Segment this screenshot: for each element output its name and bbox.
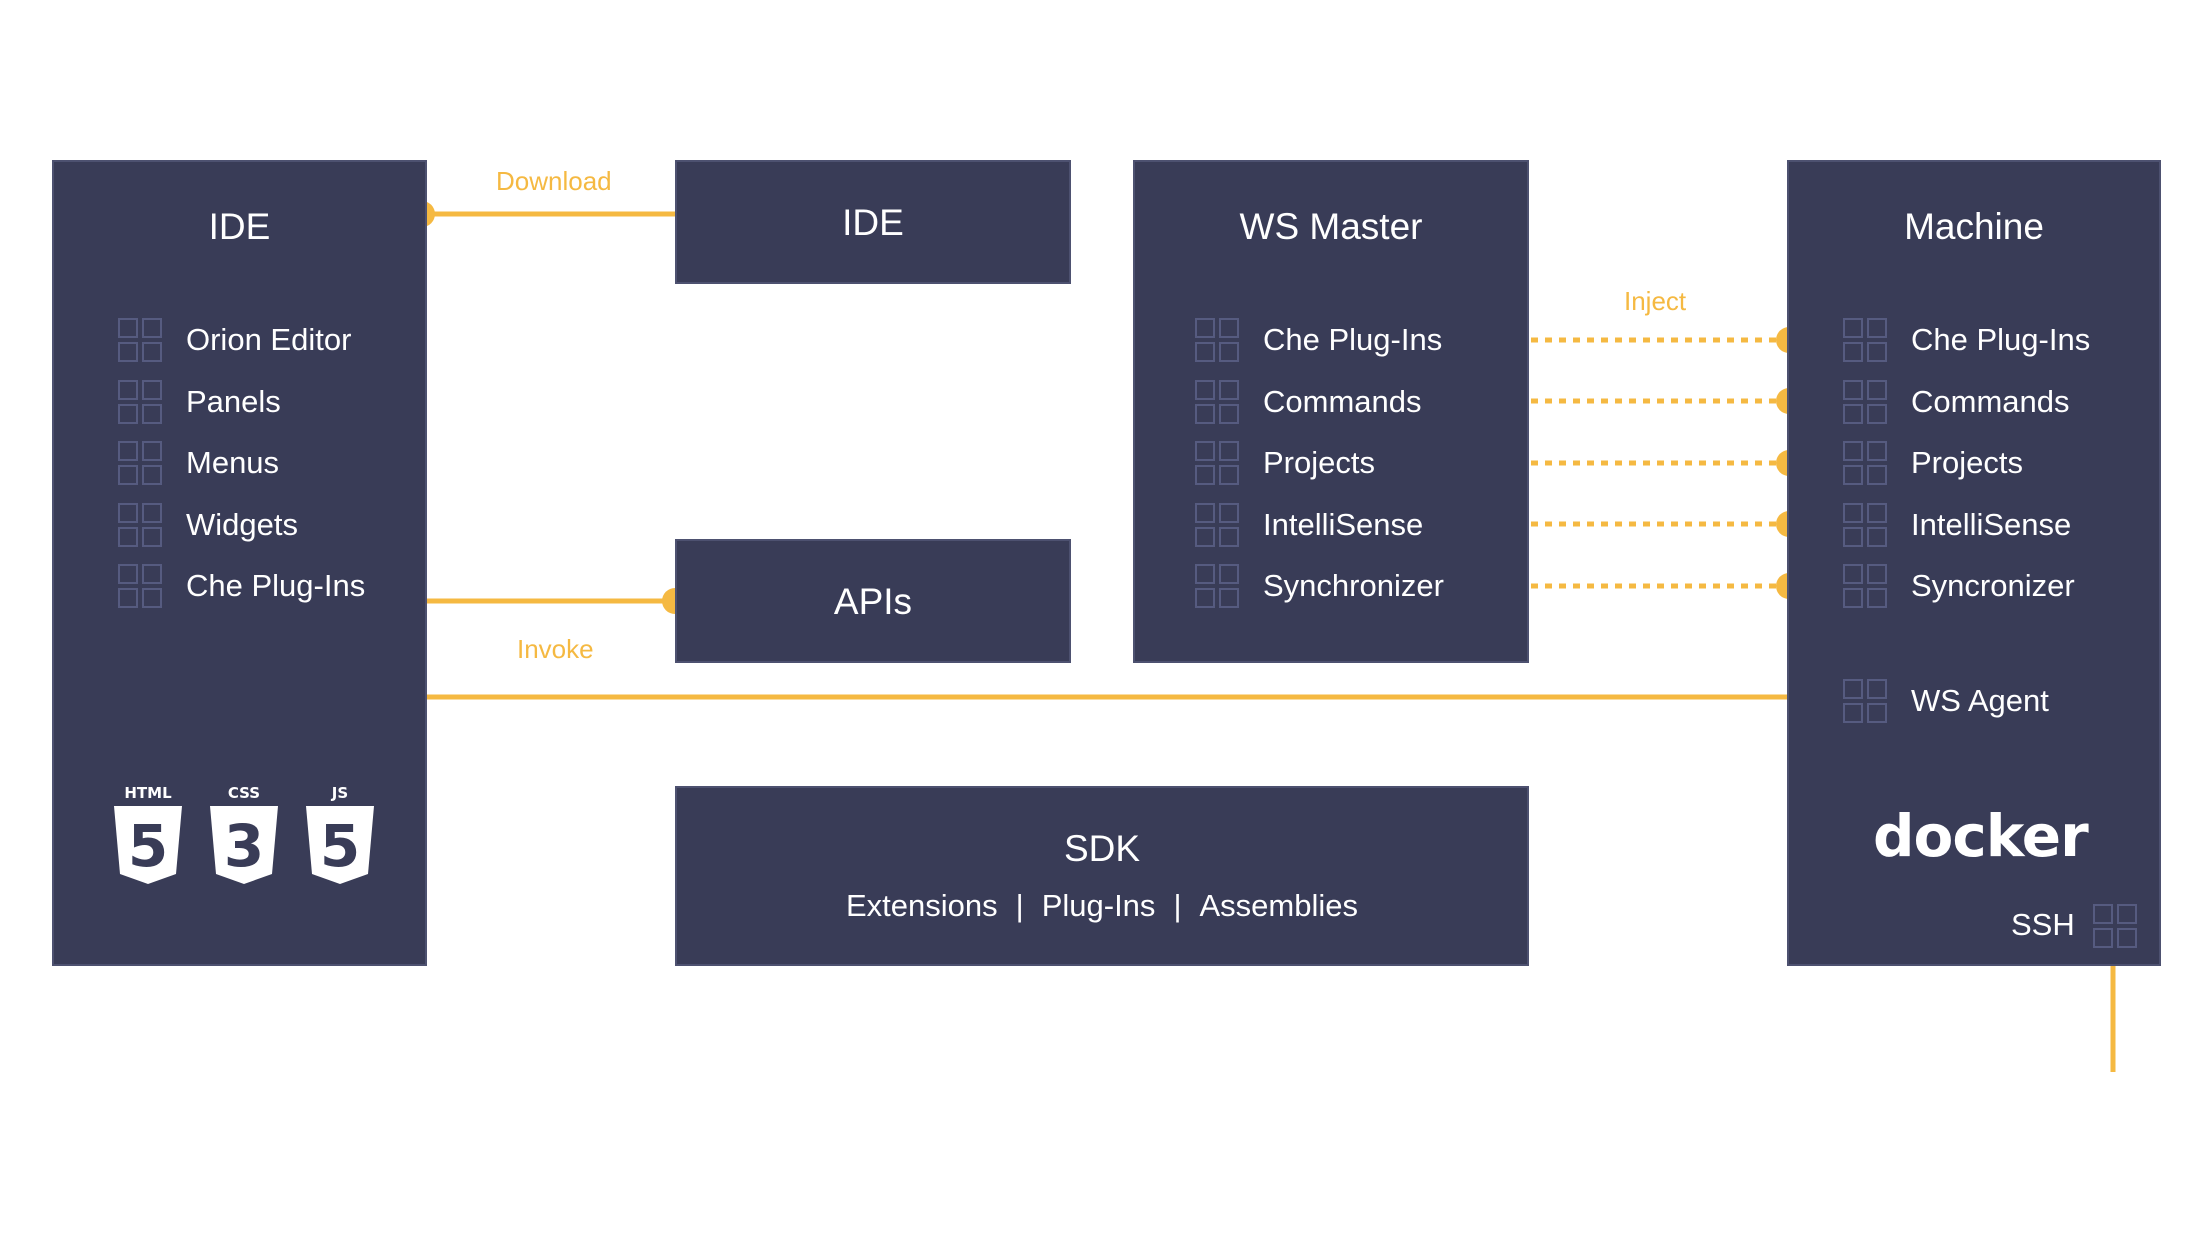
sdk-part-extensions: Extensions xyxy=(846,888,998,923)
machine-item-label: Che Plug-Ins xyxy=(1911,322,2091,357)
ide-client-item: Menus xyxy=(118,439,279,487)
machine-title: Machine xyxy=(1904,206,2044,247)
machine-item-label: Syncronizer xyxy=(1911,568,2075,603)
js-logo-glyph: 5 xyxy=(320,812,360,880)
ide-client-item: Panels xyxy=(118,378,281,426)
machine-item-label: Projects xyxy=(1911,445,2023,480)
ide-client-box: IDE Orion Editor Panels Menus Widgets Ch… xyxy=(52,160,427,966)
ws-master-item-label: Projects xyxy=(1263,445,1375,480)
grid-icon xyxy=(1195,318,1239,362)
grid-icon xyxy=(118,380,162,424)
grid-icon xyxy=(1843,318,1887,362)
ws-master-item-label: IntelliSense xyxy=(1263,507,1424,542)
js-icon: JS 5 xyxy=(306,784,374,884)
ws-master-item-label: Che Plug-Ins xyxy=(1263,322,1443,357)
ws-master-item: Commands xyxy=(1195,378,1422,426)
sdk-title: SDK xyxy=(1063,828,1141,869)
grid-icon xyxy=(118,441,162,485)
machine-item: IntelliSense xyxy=(1843,501,2071,549)
ws-master-item-label: Synchronizer xyxy=(1263,568,1444,603)
grid-icon xyxy=(118,503,162,547)
sdk-box: SDK Extensions | Plug-Ins | Assemblies xyxy=(675,786,1529,966)
html5-logo-glyph: 5 xyxy=(128,812,168,880)
grid-icon xyxy=(2093,904,2137,948)
machine-item-label: Commands xyxy=(1911,384,2070,419)
ws-master-item: Projects xyxy=(1195,439,1375,487)
invoke-label: Invoke xyxy=(517,634,594,664)
ide-client-item: Che Plug-Ins xyxy=(118,562,365,610)
ide-client-item-label: Che Plug-Ins xyxy=(186,568,366,603)
ws-master-item: IntelliSense xyxy=(1195,501,1423,549)
grid-icon xyxy=(1843,441,1887,485)
sdk-part-plugins: Plug-Ins xyxy=(1041,888,1156,923)
sdk-separator: | xyxy=(1015,888,1024,923)
html5-icon: HTML 5 xyxy=(114,784,182,884)
js-logo-label: JS xyxy=(331,784,348,802)
machine-item: Syncronizer xyxy=(1843,562,2075,610)
ssh-label: SSH xyxy=(2011,907,2075,942)
ide-server-title: IDE xyxy=(842,202,904,243)
machine-item: Che Plug-Ins xyxy=(1843,316,2090,364)
grid-icon xyxy=(118,318,162,362)
css3-icon: CSS 3 xyxy=(210,784,278,884)
sdk-part-assemblies: Assemblies xyxy=(1199,888,1359,923)
grid-icon xyxy=(1195,380,1239,424)
ws-master-item-label: Commands xyxy=(1263,384,1422,419)
ide-server-box: IDE xyxy=(675,160,1071,284)
grid-icon xyxy=(1843,564,1887,608)
machine-box: Machine Che Plug-Ins Commands Projects I… xyxy=(1787,160,2161,966)
ide-client-item: Orion Editor xyxy=(118,316,351,364)
machine-item: Commands xyxy=(1843,378,2070,426)
ide-client-item-label: Widgets xyxy=(186,507,298,542)
ide-client-item: Widgets xyxy=(118,501,298,549)
grid-icon xyxy=(1195,503,1239,547)
ide-client-item-label: Orion Editor xyxy=(186,322,352,357)
ide-client-item-label: Menus xyxy=(186,445,280,480)
docker-logo: docker xyxy=(1873,802,2089,870)
ws-master-item: Synchronizer xyxy=(1195,562,1444,610)
ws-master-item: Che Plug-Ins xyxy=(1195,316,1442,364)
ws-master-title: WS Master xyxy=(1239,206,1423,247)
sdk-separator: | xyxy=(1173,888,1182,923)
css3-logo-glyph: 3 xyxy=(224,812,264,880)
machine-item: Projects xyxy=(1843,439,2023,487)
ws-agent-label: WS Agent xyxy=(1911,683,2049,718)
machine-item-label: IntelliSense xyxy=(1911,507,2072,542)
ide-client-item-label: Panels xyxy=(186,384,281,419)
download-label: Download xyxy=(496,166,612,196)
ws-master-box: WS Master Che Plug-Ins Commands Projects… xyxy=(1133,160,1529,663)
grid-icon xyxy=(1843,380,1887,424)
grid-icon xyxy=(118,564,162,608)
apis-title: APIs xyxy=(833,581,913,622)
apis-box: APIs xyxy=(675,539,1071,663)
ide-client-title: IDE xyxy=(208,206,271,247)
css3-logo-label: CSS xyxy=(228,784,260,802)
grid-icon xyxy=(1843,503,1887,547)
machine-ws-agent: WS Agent xyxy=(1843,677,2049,725)
grid-icon xyxy=(1195,441,1239,485)
grid-icon xyxy=(1843,679,1887,723)
inject-label: Inject xyxy=(1624,286,1687,316)
sdk-parts: Extensions | Plug-Ins | Assemblies xyxy=(677,888,1527,924)
grid-icon xyxy=(1195,564,1239,608)
html5-logo-label: HTML xyxy=(124,784,172,802)
